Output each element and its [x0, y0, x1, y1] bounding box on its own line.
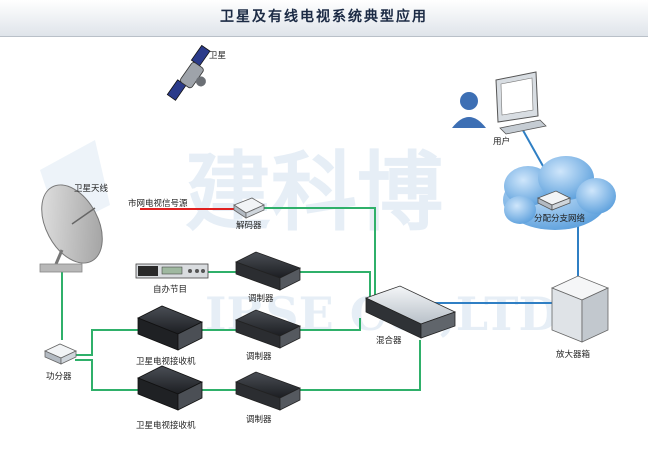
link-splitter-receiver1	[75, 329, 138, 356]
distribution-network-cloud-icon	[503, 156, 616, 230]
label-distribution-network: 分配分支网络	[534, 213, 586, 224]
label-self-program: 自办节目	[153, 284, 187, 295]
label-amplifier-box: 放大器箱	[556, 349, 591, 360]
label-receiver-2: 卫星电视接收机	[136, 420, 196, 431]
amplifier-box-icon	[550, 275, 610, 343]
link-decoder-mixer	[262, 207, 376, 295]
decoder-icon	[233, 197, 265, 219]
modulator-icon	[234, 371, 302, 411]
link-modulator1-mixer	[300, 271, 371, 300]
splitter-icon	[44, 343, 77, 365]
label-satellite: 卫星	[209, 51, 226, 61]
link-splitter-receiver2	[75, 359, 138, 391]
user-icon	[452, 92, 486, 128]
label-modulator-3: 调制器	[246, 414, 272, 425]
satellite-dish-icon	[39, 184, 103, 273]
self-program-device-icon	[135, 263, 209, 279]
mixer-icon	[364, 285, 457, 339]
label-receiver-1: 卫星电视接收机	[136, 356, 196, 367]
link-modulator3-mixer	[300, 340, 421, 391]
label-user: 用户	[493, 136, 510, 147]
label-modulator-1: 调制器	[248, 293, 274, 304]
title-bar: 卫星及有线电视系统典型应用	[0, 0, 648, 37]
connection-lines	[61, 124, 579, 391]
label-mixer: 混合器	[376, 335, 402, 346]
satellite-receiver-icon	[137, 305, 203, 351]
computer-monitor-icon	[495, 71, 547, 135]
modulator-icon	[234, 251, 302, 291]
modulator-icon	[234, 309, 302, 349]
satellite-icon	[166, 44, 211, 101]
watermark: 建科博 IBSE CO.,LTD	[40, 140, 558, 341]
watermark-cn: 建科博	[185, 142, 443, 243]
satellite-receiver-icon	[137, 365, 203, 411]
network-diagram: 建科博 IBSE CO.,LTD 卫星	[39, 44, 616, 431]
link-modulator2-mixer	[300, 318, 361, 331]
label-modulator-2: 调制器	[246, 351, 272, 362]
label-satellite-antenna: 卫星天线	[74, 183, 109, 194]
label-splitter: 功分器	[46, 371, 72, 382]
label-decoder: 解码器	[236, 220, 262, 231]
label-city-tv-source: 市网电视信号源	[128, 198, 188, 209]
diagram-title: 卫星及有线电视系统典型应用	[220, 9, 428, 25]
